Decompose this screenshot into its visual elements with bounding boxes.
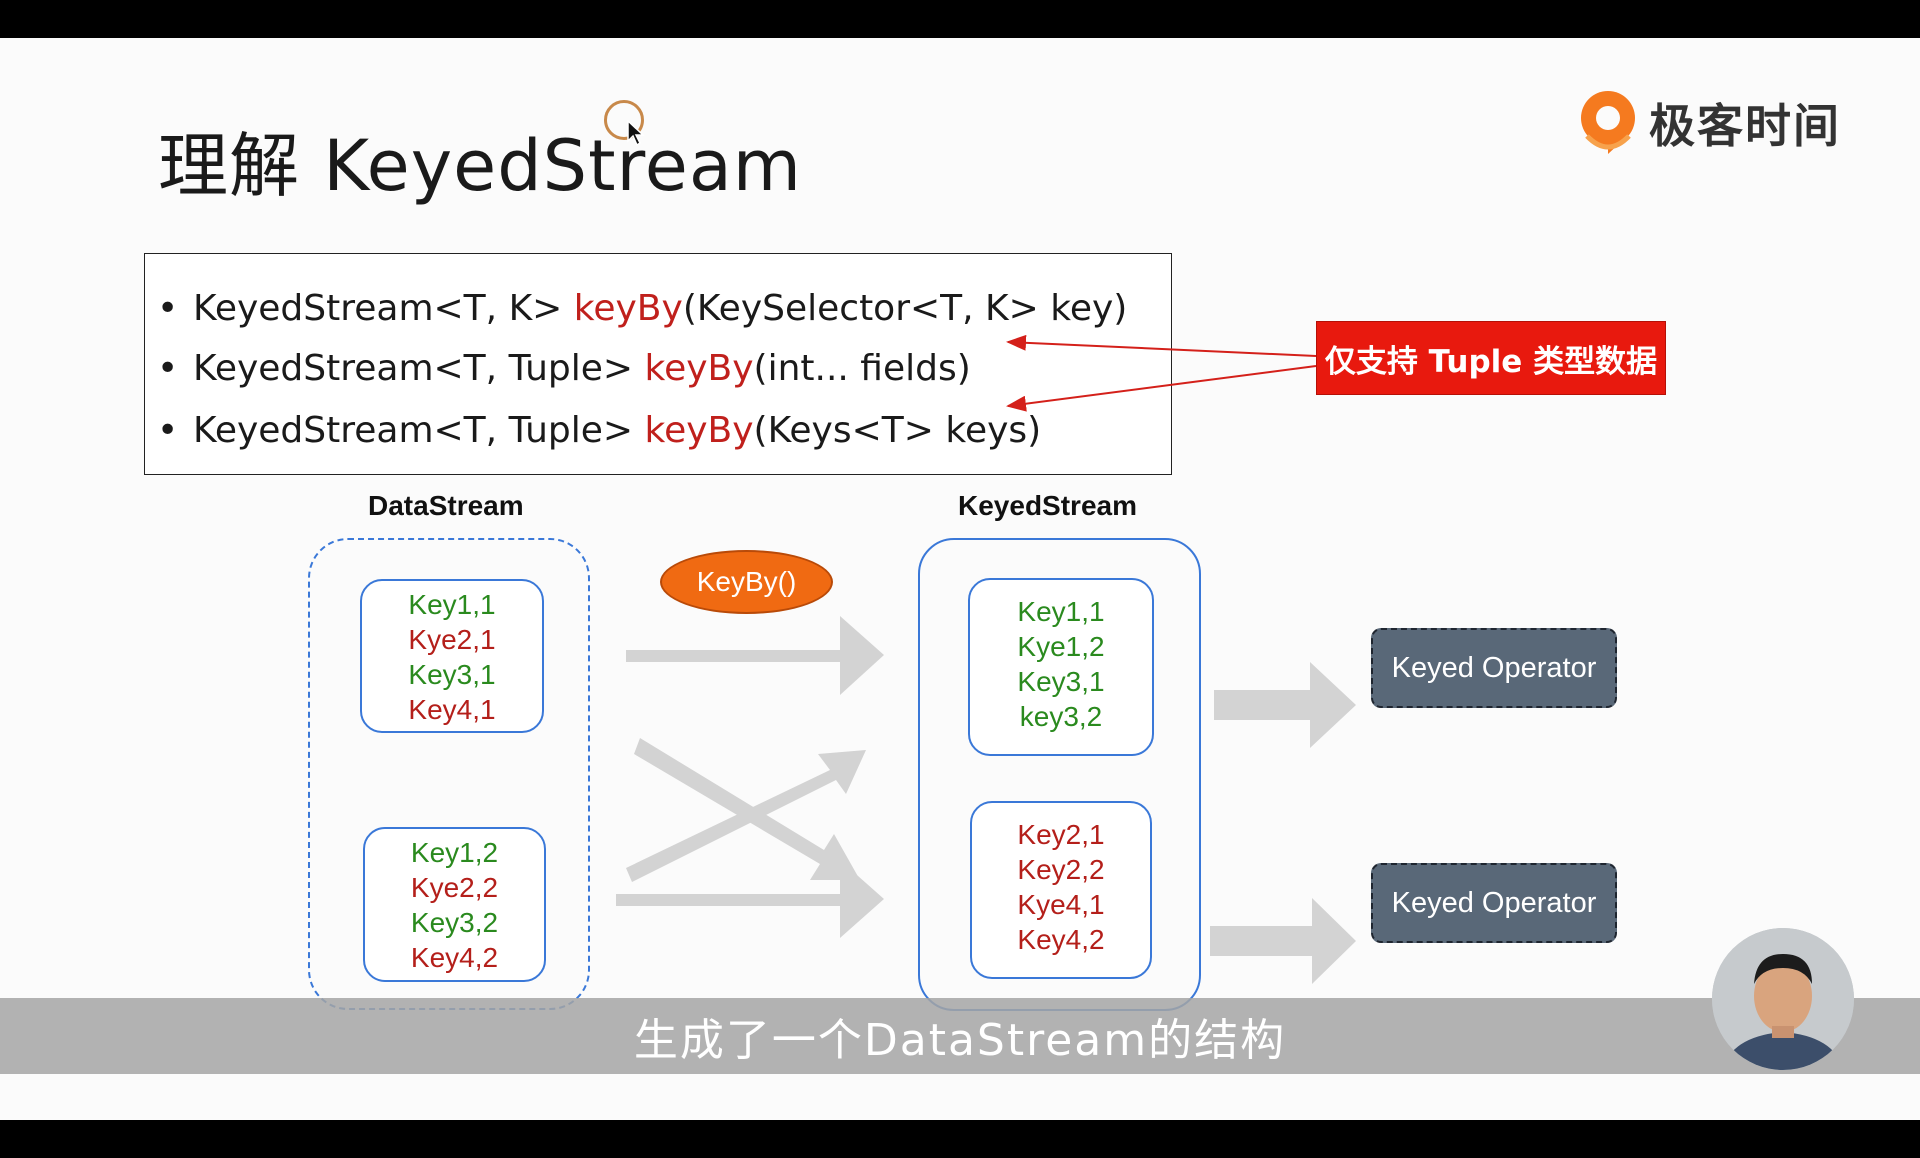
presenter-avatar <box>1712 928 1854 1070</box>
api-suffix: (int... fields) <box>753 348 971 389</box>
api-signature-box: •KeyedStream<T, K> keyBy(KeySelector<T, … <box>144 253 1172 475</box>
cursor-highlight-ring <box>604 100 644 140</box>
gray-arrow-op-2 <box>1210 898 1356 984</box>
gray-arrow-diag-down <box>634 738 860 880</box>
slide: 理解 KeyedStream 极客时间 • KeyedStream<T, K> k… <box>0 38 1920 1120</box>
flow-arrows <box>616 334 1356 984</box>
api-prefix: KeyedStream<T, K> <box>193 288 574 329</box>
record: Key4,2 <box>1017 924 1105 955</box>
bullet: • <box>157 410 179 451</box>
note-arrow-1 <box>1006 334 1317 357</box>
api-line-3: • KeyedStream<T, Tuple> keyBy(Keys<T> key… <box>157 410 1041 451</box>
bullet: • <box>157 288 179 329</box>
bullet: • <box>157 348 179 389</box>
keyed-operator-1: Keyed Operator <box>1371 628 1617 708</box>
record: Kye1,2 <box>1017 631 1105 662</box>
note-arrow-2 <box>1006 365 1317 412</box>
keyedstream-partition-2: Key2,1 Key2,2 Kye4,1 Key4,2 <box>970 801 1152 979</box>
record: Kye2,1 <box>408 624 496 655</box>
logo: 极客时间 <box>1577 88 1841 158</box>
record: Key3,1 <box>408 659 496 690</box>
api-prefix: KeyedStream<T, Tuple> <box>193 410 645 451</box>
record: Key4,2 <box>410 942 499 973</box>
slide-title: 理解 KeyedStream <box>158 125 802 207</box>
datastream-partition-1: Key1,1 Kye2,1 Key3,1 Key4,1 <box>360 579 544 733</box>
mouse-pointer-icon <box>627 120 645 146</box>
api-line-1: • KeyedStream<T, K> keyBy(KeySelector<T, … <box>157 288 1127 329</box>
keyby-operation: KeyBy() <box>660 550 833 614</box>
logo-text: 极客时间 <box>1649 99 1841 153</box>
gray-arrow-top <box>626 616 884 695</box>
api-keyword: keyBy <box>644 348 754 389</box>
api-prefix: KeyedStream<T, Tuple> <box>193 348 645 389</box>
keyedstream-partition-1: Key1,1 Kye1,2 Key3,1 key3,2 <box>968 578 1154 756</box>
api-line-2: • KeyedStream<T, Tuple> keyBy(int... fiel… <box>157 348 971 389</box>
gray-arrow-bottom <box>616 860 884 938</box>
presenter-silhouette-icon <box>1712 928 1854 1070</box>
datastream-partition-2: Key1,2 Kye2,2 Key3,2 Key4,2 <box>363 827 546 982</box>
subtitle-bar: 生成了一个DataStream的结构 <box>0 998 1920 1074</box>
keyed-operator-2: Keyed Operator <box>1371 863 1617 943</box>
record: Kye2,2 <box>410 872 499 903</box>
api-suffix: (Keys<T> keys) <box>753 410 1042 451</box>
geektime-logo-icon <box>1581 91 1635 154</box>
api-suffix: (KeySelector<T, K> key) <box>682 288 1128 329</box>
api-keyword: keyBy <box>573 288 683 329</box>
gray-arrow-op-1 <box>1214 662 1356 748</box>
record: Key3,1 <box>1017 666 1105 697</box>
api-keyword: keyBy <box>644 410 754 451</box>
subtitle-text: 生成了一个DataStream的结构 <box>633 1015 1287 1066</box>
record: key3,2 <box>1019 701 1103 732</box>
record: Key1,1 <box>408 589 496 620</box>
record: Key1,1 <box>1017 596 1105 627</box>
record: Key2,1 <box>1017 819 1105 850</box>
shuffle-arrows <box>616 616 1356 984</box>
keyedstream-label: KeyedStream <box>958 490 1137 521</box>
record: Kye4,1 <box>1017 889 1105 920</box>
tuple-only-note: 仅支持 Tuple 类型数据 <box>1316 321 1666 395</box>
record: Key3,2 <box>410 907 499 938</box>
datastream-label: DataStream <box>368 490 524 521</box>
record: Key2,2 <box>1017 854 1105 885</box>
record: Key1,2 <box>410 837 499 868</box>
record: Key4,1 <box>408 694 496 725</box>
